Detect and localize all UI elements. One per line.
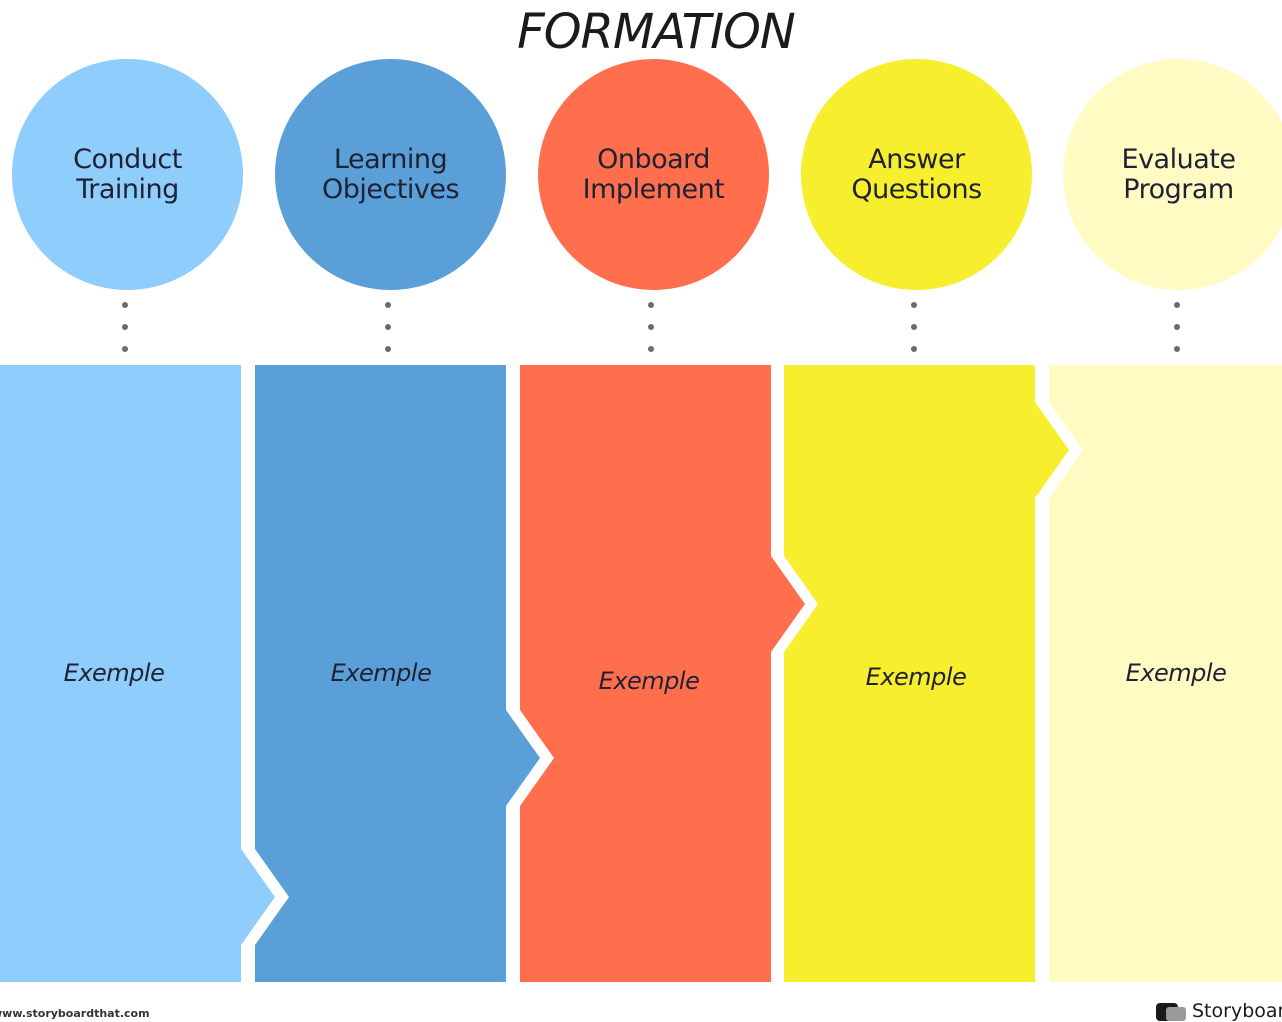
brand-name: Storyboard That xyxy=(1192,1000,1282,1022)
storyboard-logo-icon xyxy=(1156,1001,1186,1021)
step-body-text: Exemple xyxy=(599,667,700,695)
footer-credit: www.storyboardthat.com xyxy=(0,1007,150,1020)
step-body-text: Exemple xyxy=(331,659,432,687)
brand-logo: Storyboard That xyxy=(1156,1000,1282,1022)
step-body-text: Exemple xyxy=(1126,659,1227,687)
step-body-text: Exemple xyxy=(866,663,967,691)
step-body-text: Exemple xyxy=(64,659,165,687)
